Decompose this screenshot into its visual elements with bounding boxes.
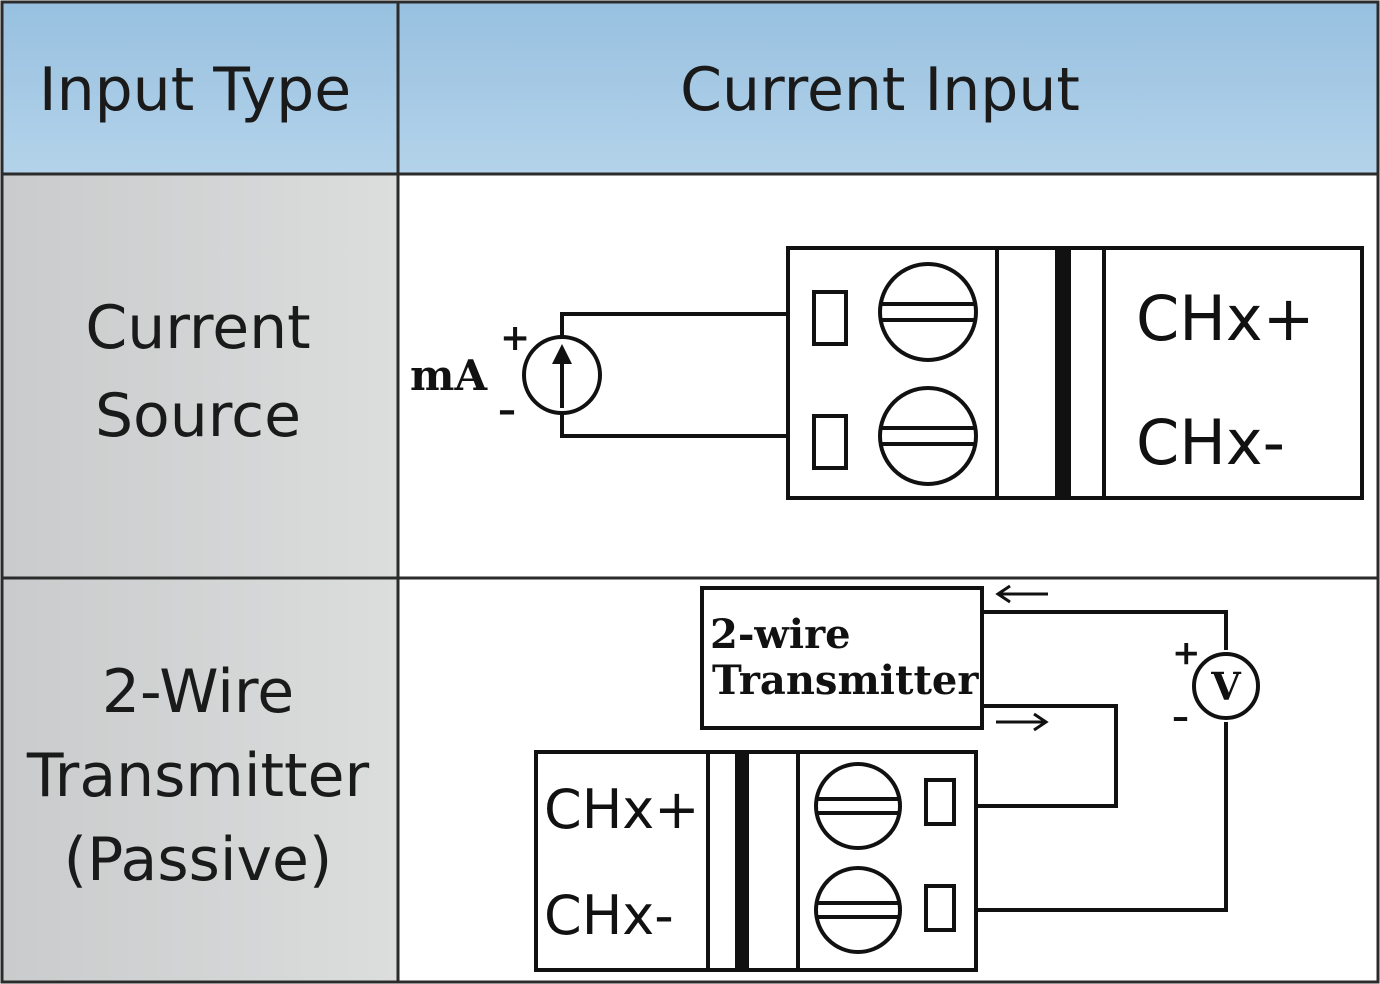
- header-current-input: Current Input: [680, 55, 1080, 125]
- label-cell-2wire: [2, 578, 398, 982]
- row2-terminal-chx-plus: CHx+: [544, 778, 700, 841]
- meter-plus: +: [1172, 633, 1201, 673]
- current-source-arrow-icon: [552, 344, 572, 364]
- row1-source-label: mA: [410, 351, 488, 400]
- row1-source-plus: +: [500, 317, 530, 359]
- row1-terminal-block: [786, 246, 1364, 500]
- transmitter-label-line1: 2-wire: [710, 611, 851, 658]
- row1-terminal-chx-plus: CHx+: [1136, 282, 1315, 355]
- meter-minus: –: [1172, 697, 1189, 737]
- row1-label-line1: Current: [85, 293, 310, 363]
- row2-terminal-block: [534, 750, 978, 972]
- transmitter-label-line2: Transmitter: [712, 657, 979, 704]
- label-cell-current-source: [2, 174, 398, 578]
- row2-label-line3: (Passive): [64, 825, 333, 895]
- header-input-type: Input Type: [39, 55, 351, 125]
- arrow-right-icon: [996, 712, 1049, 732]
- row2-label-line2: Transmitter: [26, 741, 370, 811]
- row1-label-line2: Source: [95, 381, 301, 451]
- meter-label: V: [1210, 664, 1242, 709]
- row2-wiring: [976, 610, 1260, 912]
- arrow-left-icon: [995, 584, 1048, 604]
- row1-source-minus: –: [498, 389, 516, 431]
- header-cell-current-input: [398, 2, 1378, 174]
- header-cell-input-type: [2, 2, 398, 174]
- row1-terminal-chx-minus: CHx-: [1136, 406, 1285, 479]
- row2-terminal-chx-minus: CHx-: [544, 884, 674, 947]
- transmitter-box: [700, 586, 984, 730]
- row2-label-line1: 2-Wire: [102, 657, 294, 727]
- diagram-cell-current-source: [398, 174, 1378, 578]
